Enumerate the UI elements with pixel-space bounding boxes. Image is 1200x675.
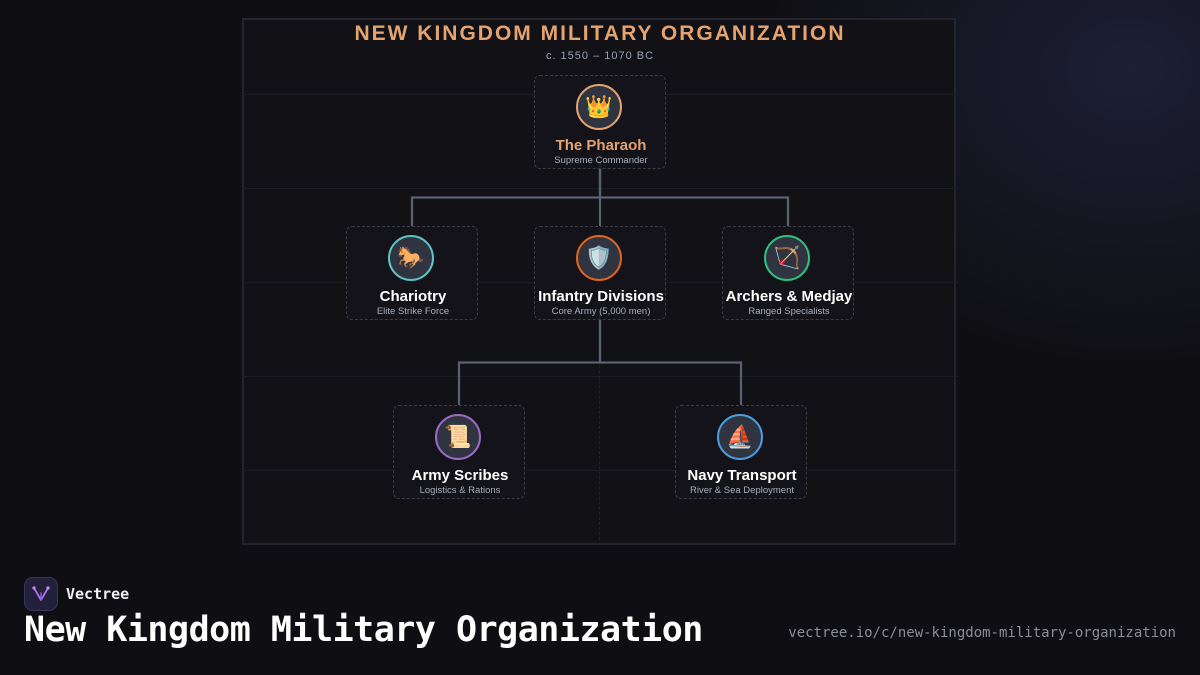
crown-icon: 👑 (576, 84, 622, 130)
node-role: Ranged Specialists (748, 306, 830, 317)
connector-infantry-navy (598, 314, 743, 405)
node-role: Elite Strike Force (376, 306, 450, 317)
node-chariotry[interactable]: 🐎 Chariotry Elite Strike Force (346, 226, 478, 320)
node-name: Army Scribes (411, 467, 509, 484)
node-name: Infantry Divisions (538, 288, 664, 305)
footer-title: New Kingdom Military Organization (24, 610, 703, 650)
node-name: Navy Transport (687, 467, 797, 484)
diagram-title: NEW KINGDOM MILITARY ORGANIZATION (354, 22, 846, 45)
node-role: Logistics & Rations (419, 485, 501, 496)
grid-line (242, 376, 958, 377)
connector-infantry-scribes (457, 314, 602, 405)
node-name: The Pharaoh (555, 137, 647, 154)
node-pharaoh[interactable]: 👑 The Pharaoh Supreme Commander (534, 75, 666, 169)
node-role: River & Sea Deployment (689, 485, 795, 496)
connector-pharaoh-archers (598, 163, 790, 226)
node-name: Archers & Medjay (725, 288, 853, 305)
bow-and-arrow-icon: 🏹 (764, 235, 810, 281)
diagram-subtitle: c. 1550 – 1070 BC (545, 50, 655, 62)
node-archers[interactable]: 🏹 Archers & Medjay Ranged Specialists (722, 226, 854, 320)
horse-icon: 🐎 (388, 235, 434, 281)
brand[interactable]: Vectree (24, 577, 129, 611)
node-navy[interactable]: ⛵ Navy Transport River & Sea Deployment (675, 405, 807, 499)
sailboat-icon: ⛵ (717, 414, 763, 460)
node-infantry[interactable]: 🛡️ Infantry Divisions Core Army (5,000 m… (534, 226, 666, 320)
shield-icon: 🛡️ (576, 235, 622, 281)
center-guide-line (599, 320, 601, 545)
node-role: Core Army (5,000 men) (551, 306, 651, 317)
grid-line (242, 470, 958, 471)
node-role: Supreme Commander (554, 155, 648, 166)
footer-url[interactable]: vectree.io/c/new-kingdom-military-organi… (788, 625, 1176, 641)
node-name: Chariotry (379, 288, 447, 305)
vectree-logo-icon (24, 577, 58, 611)
node-scribes[interactable]: 📜 Army Scribes Logistics & Rations (393, 405, 525, 499)
brand-name: Vectree (66, 585, 130, 603)
scroll-icon: 📜 (435, 414, 481, 460)
connector-pharaoh-chariotry (410, 163, 602, 226)
